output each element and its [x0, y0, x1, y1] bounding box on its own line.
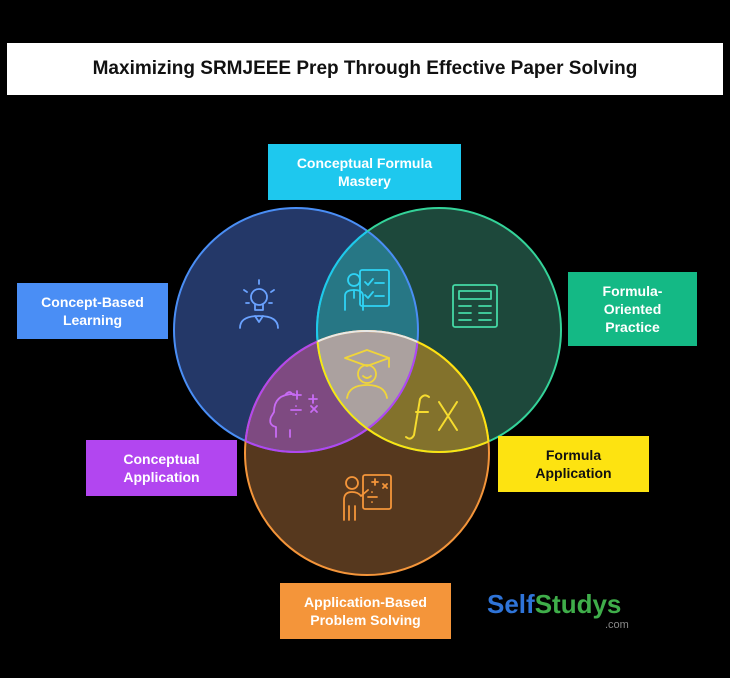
label-line: Problem Solving [310, 612, 421, 628]
logo-studys: Studys [534, 589, 622, 619]
formula-sheet-icon [452, 284, 498, 328]
head-with-math-icon [269, 390, 318, 438]
teacher-at-board-icon [343, 474, 392, 521]
label-line: Application [535, 465, 612, 481]
formula-application-region [317, 331, 489, 452]
conceptual-formula-region [317, 208, 418, 452]
logo-domain: .com [605, 619, 629, 631]
label-line: Formula- [602, 283, 663, 299]
application-circle [245, 331, 489, 575]
conceptual-application-region [245, 331, 418, 452]
selfstudys-logo: SelfStudys .com [487, 588, 637, 636]
label-line: Application-Based [304, 594, 427, 610]
page-title: Maximizing SRMJEEE Prep Through Effectiv… [92, 58, 638, 79]
label-line: Concept-Based [41, 294, 144, 310]
yellow-boundary-arc [316, 331, 489, 453]
label-line: Application [123, 469, 200, 485]
lightbulb-person-icon [239, 279, 279, 329]
purple-boundary-arc-2 [245, 331, 419, 453]
teacher-with-checklist-icon [344, 269, 390, 311]
label-line: Conceptual [123, 451, 200, 467]
cyan-boundary-arc [316, 208, 418, 452]
white-center-arc [317, 330, 418, 452]
label-line: Conceptual Formula [296, 155, 433, 171]
label-line: Oriented [603, 301, 662, 317]
logo-self: Self [487, 589, 535, 619]
label-line: Formula [545, 447, 602, 463]
title-bar: Maximizing SRMJEEE Prep Through Effectiv… [7, 43, 723, 95]
label-line: Practice [605, 319, 660, 335]
label-line: Mastery [338, 173, 391, 189]
graduate-icon [344, 349, 390, 399]
function-fx-icon [405, 394, 458, 440]
label-line: Learning [62, 312, 123, 328]
